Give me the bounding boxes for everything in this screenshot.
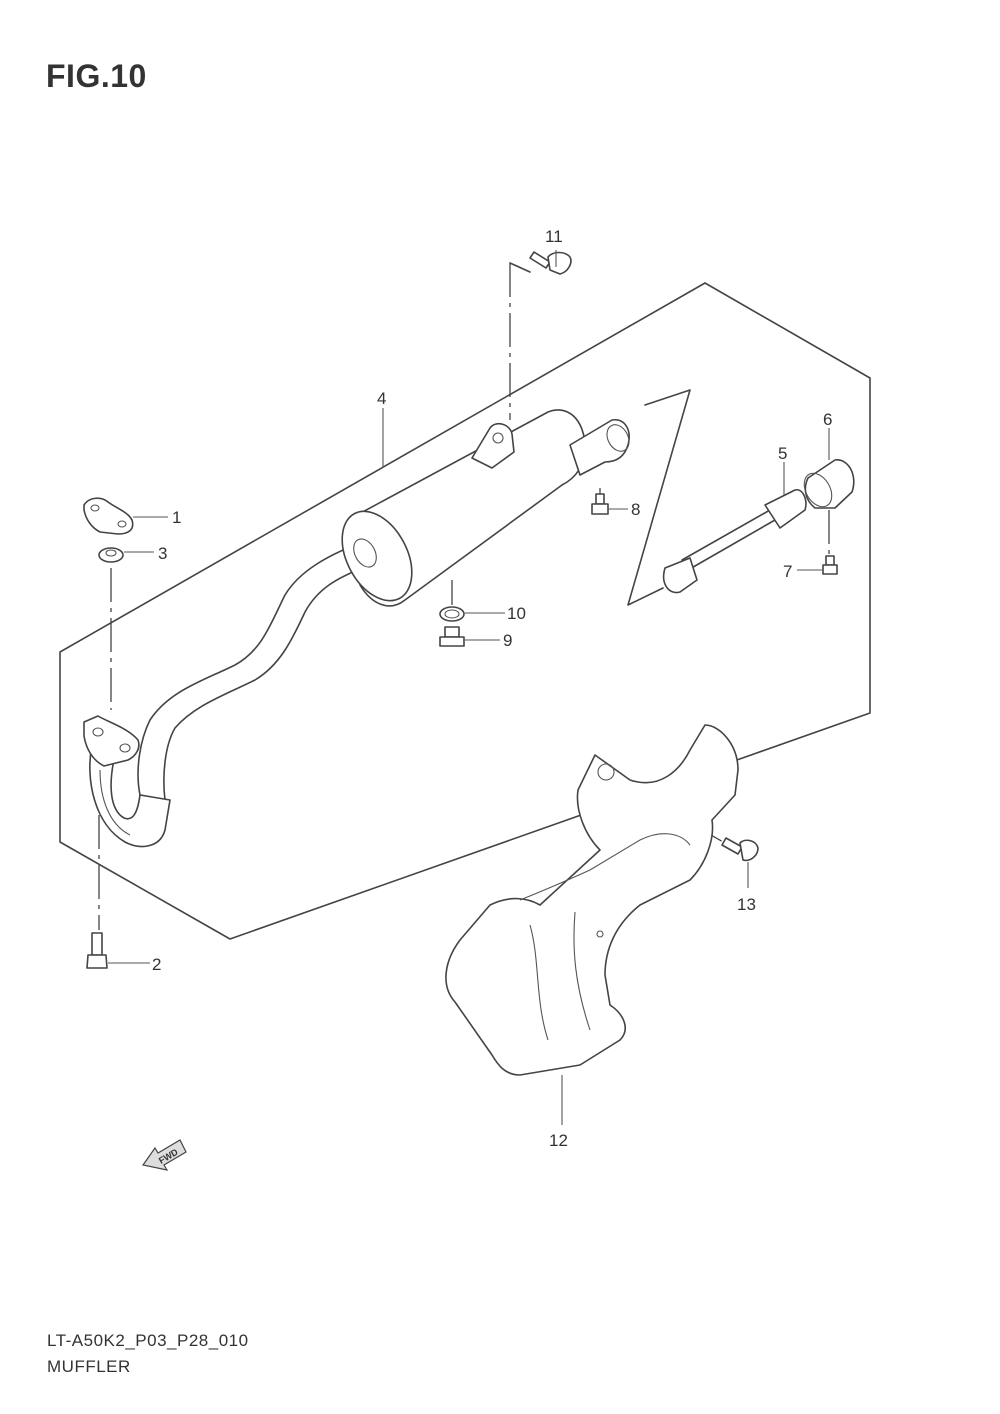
callout-8: 8 bbox=[631, 500, 640, 519]
callout-10: 10 bbox=[507, 604, 526, 623]
forward-direction-icon: FWD bbox=[141, 1139, 187, 1171]
screw-icon bbox=[822, 555, 838, 575]
callout-1: 1 bbox=[172, 508, 181, 527]
callout-11: 11 bbox=[545, 227, 563, 246]
figure-code: LT-A50K2_P03_P28_010 bbox=[47, 1331, 249, 1350]
gasket-ring-icon bbox=[439, 606, 465, 622]
callout-4: 4 bbox=[377, 389, 386, 408]
drain-plug-icon bbox=[439, 626, 465, 647]
gasket-icon bbox=[83, 497, 134, 535]
figure-name: MUFFLER bbox=[47, 1357, 131, 1376]
callout-13: 13 bbox=[737, 895, 756, 914]
callout-9: 9 bbox=[503, 631, 512, 650]
bolt-icon bbox=[721, 837, 759, 862]
spark-arrester-icon bbox=[662, 489, 807, 594]
washer-icon bbox=[98, 547, 124, 563]
bolt-icon bbox=[529, 251, 572, 275]
muffler-cap-icon bbox=[803, 459, 855, 509]
callout-6: 6 bbox=[823, 410, 832, 429]
assembly-boundary bbox=[59, 282, 871, 940]
callout-12: 12 bbox=[549, 1131, 568, 1150]
bolt-icon bbox=[86, 932, 108, 969]
callout-5: 5 bbox=[778, 444, 787, 463]
muffler-icon bbox=[83, 409, 630, 848]
heat-cover-icon bbox=[445, 724, 739, 1076]
callout-3: 3 bbox=[158, 544, 167, 563]
callout-2: 2 bbox=[152, 955, 161, 974]
screw-icon bbox=[591, 493, 609, 515]
figure-title: FIG.10 bbox=[46, 58, 147, 94]
callout-7: 7 bbox=[783, 562, 792, 581]
